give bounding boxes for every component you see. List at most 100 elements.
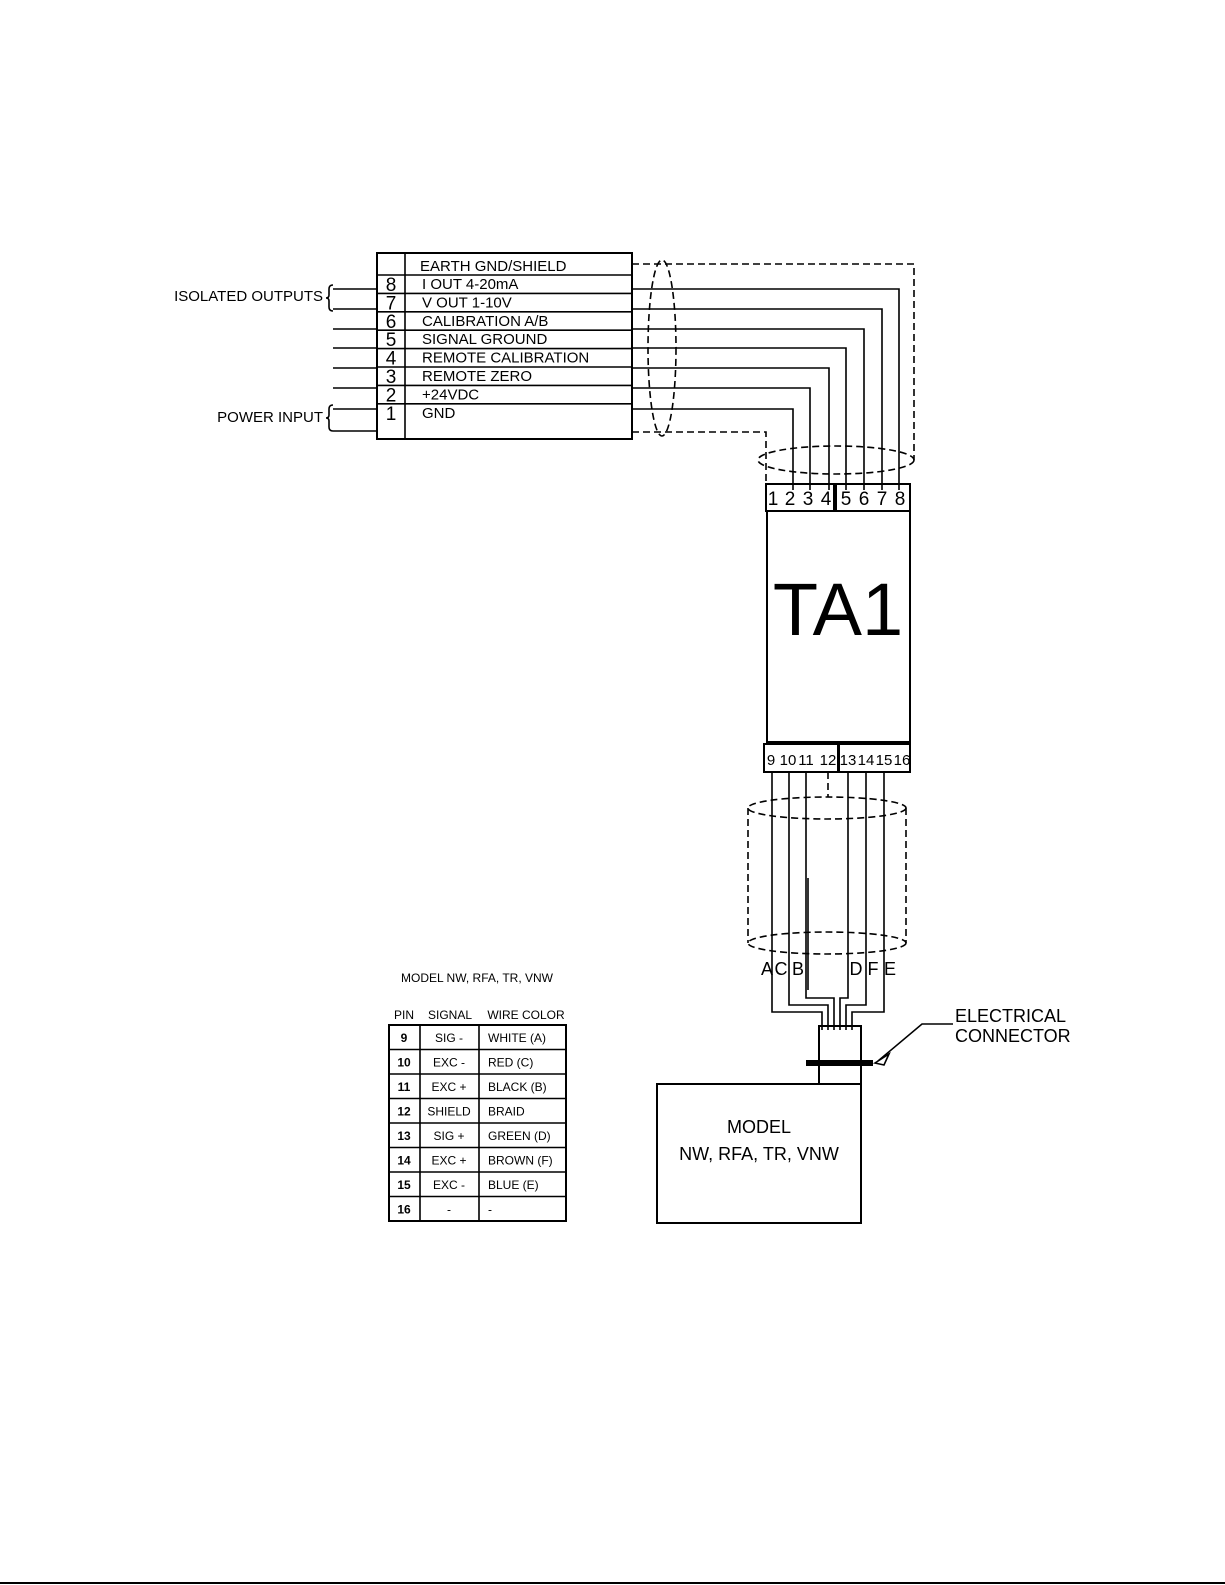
wire-letter: D [850,959,863,979]
power-input-label: POWER INPUT [217,409,323,426]
isolated-outputs-label: ISOLATED OUTPUTS [174,288,323,305]
top-pin-label: 3 [803,489,814,510]
wire-pin-6 [632,328,865,490]
bottom-pin-label: 12 [820,752,837,769]
connector-label-line1: ELECTRICAL [955,1006,1066,1026]
pin-table-pin: 15 [397,1178,411,1192]
cable-shield-ellipse-module [757,445,915,475]
wire-f [845,772,867,1030]
wire-e [851,772,885,1030]
wire-d [839,772,849,1030]
terminal-pin-number: 2 [386,385,397,406]
connector-label-line2: CONNECTOR [955,1026,1071,1046]
bottom-pin-label: 10 [780,752,797,769]
terminal-pin-number: 5 [386,330,397,351]
electrical-connector: ELECTRICAL CONNECTOR [806,1006,1071,1085]
top-pin-label: 8 [895,489,906,510]
terminal-pin-number: 3 [386,367,397,388]
bottom-pin-label: 9 [767,752,775,769]
terminal-table-frame [376,252,633,440]
wire-letter: B [792,959,804,979]
pin-table-wire-color: BLUE (E) [488,1178,539,1192]
wire-letter: C [775,959,788,979]
sensor-box-frame [656,1083,862,1224]
pin-table-signal: EXC + [431,1154,466,1168]
pin-table-signal: SHIELD [427,1105,471,1119]
pin-table-wire-color: GREEN (D) [488,1129,551,1143]
pin-table: MODEL NW, RFA, TR, VNW PIN SIGNAL WIRE C… [388,971,567,1222]
pin-table-signal: EXC + [431,1080,466,1094]
pin-table-wire-color: WHITE (A) [488,1031,546,1045]
terminal-pin-number: 4 [386,349,397,370]
pin-table-pin: 11 [398,1080,411,1094]
top-pin-label: 7 [877,489,888,510]
wire-letter: A [761,959,773,979]
sensor-box-line1: MODEL [727,1117,791,1137]
wire-a [771,772,823,1030]
pin-table-signal: SIG - [435,1031,463,1045]
terminal-pin-label: V OUT 1-10V [422,294,512,311]
connector-flange [806,1060,873,1066]
top-pin-label: 1 [768,489,779,510]
wire-pin-7 [632,308,883,490]
pin-table-pin: 10 [397,1056,411,1070]
wire-pin-4 [632,367,830,490]
top-pin-label: 5 [841,489,852,510]
wire-c [788,772,829,1030]
gnd-shield-wire [632,431,767,490]
pin-table-pin: 14 [397,1154,411,1168]
pin-table-wire-color: BLACK (B) [488,1080,547,1094]
sensor-model-box: MODEL NW, RFA, TR, VNW [656,1083,862,1224]
terminal-pin-label: SIGNAL GROUND [422,331,547,348]
terminal-pin-number: 8 [386,275,397,296]
pin-table-signal: SIG + [433,1129,464,1143]
ta1-body [766,510,911,743]
isolated-outputs-brace [325,284,334,312]
pin-table-title: MODEL NW, RFA, TR, VNW [401,971,554,985]
pin-table-signal: EXC - [433,1056,465,1070]
pin-table-signal: - [447,1203,451,1217]
pin-table-header-wire-color: WIRE COLOR [487,1008,565,1022]
terminal-header-label: EARTH GND/SHIELD [420,258,567,275]
bottom-terminal-block-right [838,743,911,773]
wire-pin-2 [632,408,794,490]
left-leads: ISOLATED OUTPUTS POWER INPUT [174,284,377,432]
pin-table-header-signal: SIGNAL [428,1008,472,1022]
top-pin-label: 4 [821,489,832,510]
pin-table-signal: EXC - [433,1178,465,1192]
terminal-pin-number: 7 [386,293,397,314]
pin-table-pin: 16 [397,1203,411,1217]
sensor-box-line2: NW, RFA, TR, VNW [679,1144,839,1164]
bottom-pin-label: 14 [858,752,875,769]
wire-letter: E [884,959,896,979]
connector-arrow-icon [872,1051,891,1066]
wire-letter: F [868,959,879,979]
terminal-pin-number: 1 [386,404,397,425]
terminal-pin-label: GND [422,405,456,422]
power-input-brace [325,404,334,432]
pin-table-pin: 9 [401,1031,408,1045]
bottom-pin-label: 13 [840,752,857,769]
wire-b [805,772,835,1030]
pin-table-header-pin: PIN [394,1008,414,1022]
top-pin-label: 6 [859,489,870,510]
wire-pin-5 [632,347,847,490]
wire-pin-8 [632,288,900,490]
input-cable [632,259,915,490]
pin-table-wire-color: RED (C) [488,1056,533,1070]
pin-table-pin: 13 [397,1129,411,1143]
pin-table-wire-color: BROWN (F) [488,1154,553,1168]
connector-leader [877,1023,953,1062]
pin-table-wire-color: - [488,1203,492,1217]
ta1-label: TA1 [773,568,903,651]
bottom-pin-label: 15 [876,752,893,769]
earth-shield-wire [632,263,915,460]
top-pin-label: 2 [785,489,796,510]
terminal-pin-label: CALIBRATION A/B [422,313,548,330]
pin-table-wire-color: BRAID [488,1105,525,1119]
bottom-pin-label: 16 [894,752,911,769]
